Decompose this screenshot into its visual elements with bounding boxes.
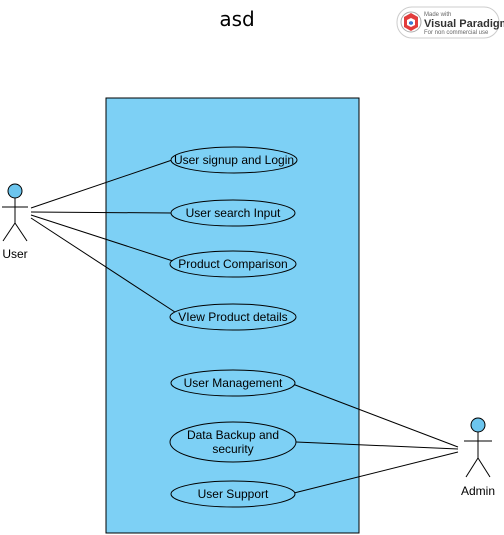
actor-label-user: User — [2, 247, 27, 261]
visual-paradigm-logo-icon — [400, 11, 422, 33]
actor-label-admin: Admin — [461, 484, 495, 498]
association-user-comparison — [30, 214, 177, 263]
use-case-label: User signup and Login — [174, 153, 294, 167]
association-admin-backup — [295, 441, 459, 450]
use-case-data-backup[interactable]: Data Backup and security — [169, 421, 297, 463]
use-case-label-line2: security — [212, 442, 253, 456]
diagram-title: asd — [219, 7, 254, 31]
watermark-note: For non commercial use — [424, 30, 489, 36]
use-case-label-line1: Data Backup and — [187, 428, 279, 442]
visual-paradigm-watermark: Made with Visual Paradigm For non commer… — [396, 6, 504, 39]
use-case-user-management[interactable]: User Management — [170, 369, 296, 397]
watermark-made-with: Made with — [424, 12, 451, 18]
use-case-search-input[interactable]: User search Input — [170, 199, 296, 227]
use-case-label: User Support — [198, 487, 269, 501]
use-case-label: User Management — [184, 376, 283, 390]
user-associations — [30, 157, 182, 317]
association-user-signup — [30, 157, 179, 209]
stick-figure-icon — [464, 417, 492, 478]
stick-figure-icon — [2, 183, 28, 242]
admin-associations — [289, 382, 459, 495]
use-case-product-comparison[interactable]: Product Comparison — [169, 250, 297, 278]
association-user-search — [30, 211, 173, 214]
use-case-view-product-details[interactable]: VIew Product details — [169, 303, 297, 331]
use-case-label: Product Comparison — [178, 257, 287, 271]
actor-admin[interactable]: Admin — [461, 417, 495, 498]
watermark-badge — [396, 6, 500, 39]
association-admin-support — [289, 451, 459, 495]
watermark-brand: Visual Paradigm — [424, 18, 504, 30]
use-case-label: User search Input — [186, 206, 281, 220]
association-user-details — [30, 217, 182, 317]
use-case-label: VIew Product details — [178, 310, 287, 324]
actor-user[interactable]: User — [2, 183, 28, 261]
association-admin-management — [289, 382, 459, 448]
use-case-user-support[interactable]: User Support — [170, 480, 296, 508]
use-case-signup-login[interactable]: User signup and Login — [170, 146, 298, 174]
